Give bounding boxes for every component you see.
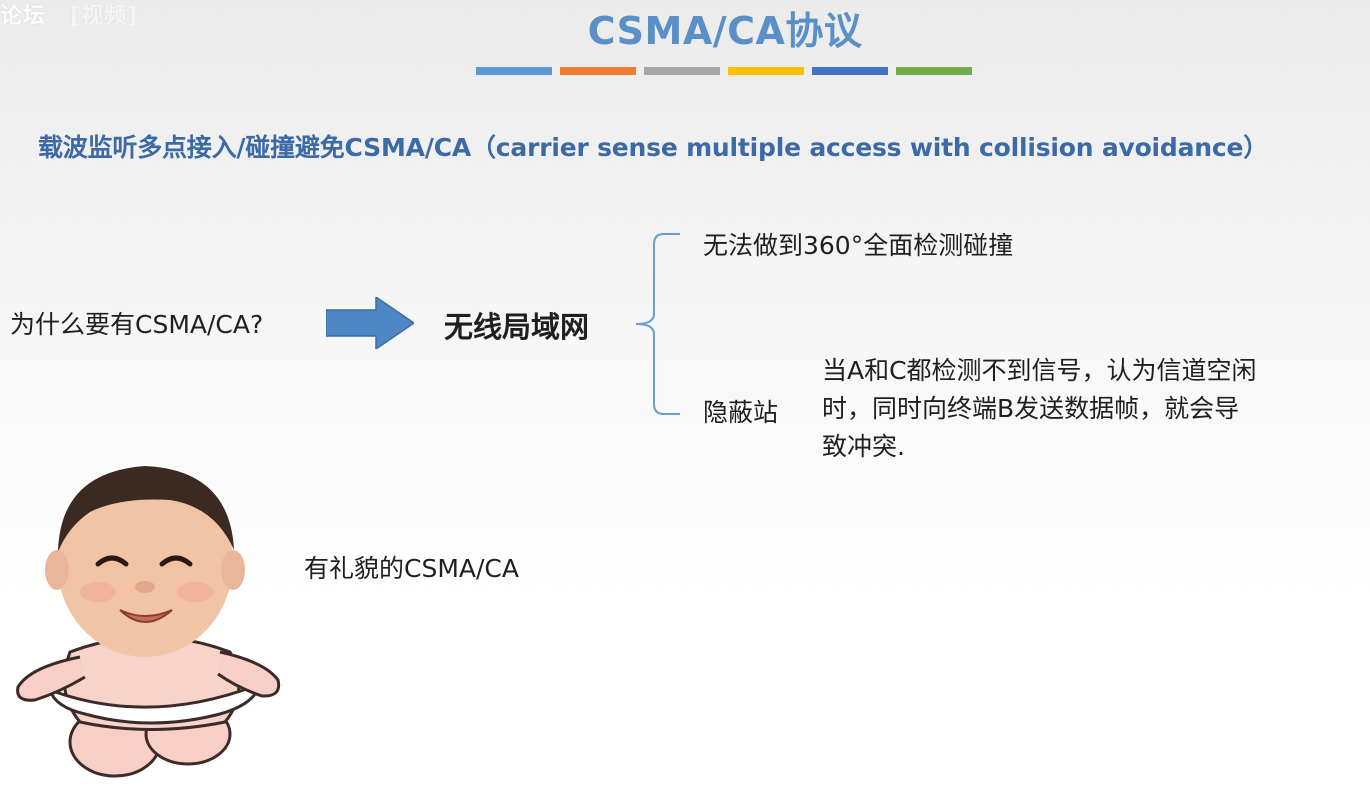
polite-csma-caption: 有礼貌的CSMA/CA — [304, 554, 519, 583]
question-text: 为什么要有CSMA/CA? — [10, 310, 264, 339]
color-bar-segment-4 — [728, 67, 804, 75]
subtitle: 载波监听多点接入/碰撞避免CSMA/CA（carrier sense multi… — [38, 133, 1269, 162]
baby-ear-right — [221, 550, 245, 590]
reason-360-detection: 无法做到360°全面检测碰撞 — [703, 231, 1014, 260]
baby-arm-left — [16, 655, 86, 702]
watermark-left: 论坛 — [0, 4, 47, 29]
right-arrow-icon — [326, 297, 414, 349]
reason-hidden-station-label: 隐蔽站 — [703, 398, 779, 427]
baby-mouth — [119, 609, 173, 623]
baby-cheek-left — [80, 582, 116, 602]
slide-title: CSMA/CA协议 — [587, 9, 863, 53]
left-brace-icon — [635, 233, 680, 415]
baby-arm-right — [217, 650, 281, 698]
watermark: 论坛 [视频] — [0, 0, 138, 30]
baby-hair — [58, 466, 234, 552]
brace-path — [635, 233, 680, 415]
baby-eye-left — [95, 555, 129, 567]
baby-cheek-right — [177, 582, 213, 602]
reason-hidden-station-detail: 当A和C都检测不到信号，认为信道空闲时，同时向终端B发送数据帧，就会导致冲突. — [822, 356, 1257, 461]
color-bar-segment-3 — [644, 67, 720, 75]
baby-image — [16, 466, 281, 778]
color-bar-segment-5 — [812, 67, 888, 75]
baby-ear-left — [45, 550, 69, 590]
color-bar-segment-6 — [896, 67, 972, 75]
arrow-shape — [326, 297, 414, 349]
color-bar-segment-1 — [476, 67, 552, 75]
color-bar-segment-2 — [560, 67, 636, 75]
baby-nose — [135, 581, 155, 593]
baby-eye-right — [159, 555, 193, 567]
watermark-right: [视频] — [70, 4, 139, 29]
title-color-bar — [476, 67, 972, 75]
baby-head — [57, 467, 233, 657]
wlan-label: 无线局域网 — [444, 310, 590, 344]
baby-diaper — [47, 681, 263, 725]
